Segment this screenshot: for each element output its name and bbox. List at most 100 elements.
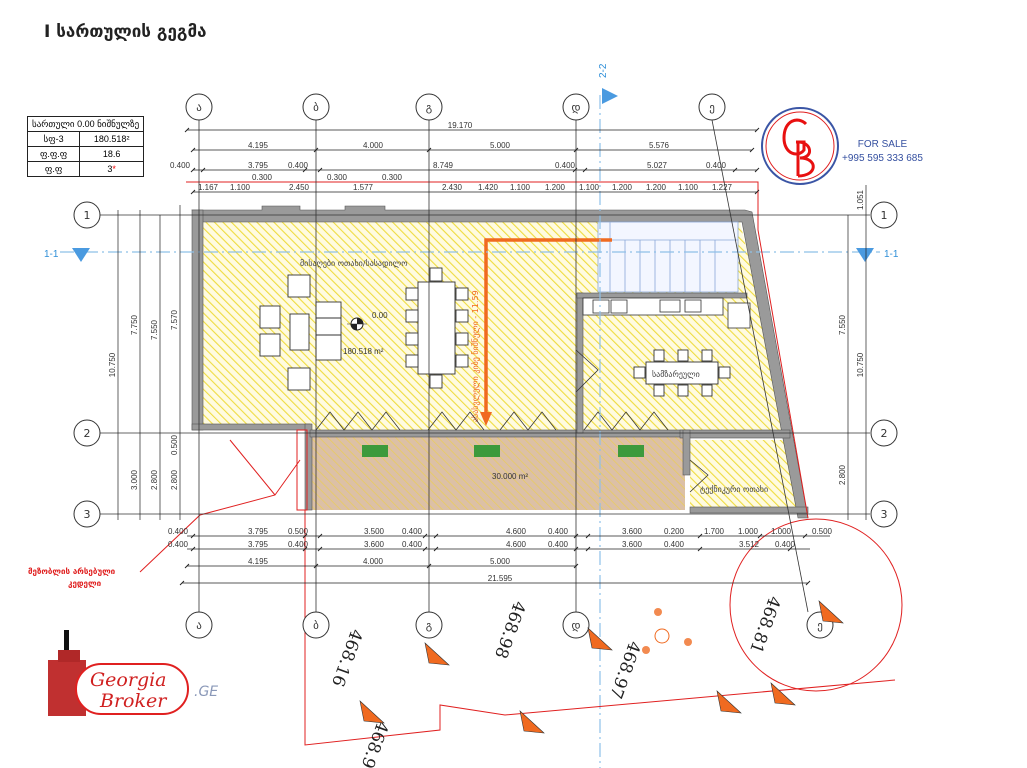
dimension-label: 1.100 [678,183,699,192]
dimension-tick [573,533,579,539]
dimension-tick [422,533,428,539]
dimension-tick [573,563,579,569]
for-sale-label: FOR SALE [857,139,908,150]
dimension-label: 4.195 [248,141,269,150]
dimension-label: 0.400 [288,540,309,549]
dimension-label: 0.200 [664,527,685,536]
dimension-label: 7.550 [838,314,847,335]
dimension-label: 2.800 [838,464,847,485]
section-label-top: 2-2 [598,63,609,78]
dimension-label: 0.500 [812,527,833,536]
dimension-label: 0.400 [168,527,189,536]
dimension-tick [573,147,579,153]
dimension-label: 1.200 [646,183,667,192]
tree-icon [770,682,796,706]
grid-label: ბ [313,101,319,114]
dimension-label: 7.570 [170,309,179,330]
dimension-label: 1.100 [230,183,251,192]
grid-bubble [73,419,101,447]
logo-line-1: Georgia [90,669,167,691]
dimension-label: 1.227 [712,183,733,192]
neighbor-wall-label-2: კედელი [68,579,102,588]
dimension-label: 4.000 [363,557,384,566]
dimension-tick [190,546,196,552]
dimension-tick [190,533,196,539]
grid-label: ა [196,101,202,114]
info-value-mark: * [112,164,116,174]
monogram-b-shape [796,140,815,178]
dimension-label: 0.400 [548,540,569,549]
level-marker-icon [347,317,367,331]
dimension-tick [313,563,319,569]
dimension-label: 3.795 [248,527,269,536]
dimension-label: 7.550 [150,319,159,340]
dimension-label: 5.000 [490,141,511,150]
dimension-label: 19.170 [448,121,473,130]
dimension-tick [754,167,760,173]
dimension-label: 1.700 [704,527,725,536]
neighbor-wall-leader [139,439,301,573]
grid-bubble [698,93,726,121]
grid-bubble [185,611,213,639]
tree-icon [359,700,385,724]
for-sale-contact: FOR SALE +995 595 333 685 [842,138,923,166]
dimension-tick [317,546,323,552]
tree-icon [424,642,450,666]
dimension-tick [317,533,323,539]
neighbor-wall [296,429,308,511]
stair-note: ასასვლელი კიბე ნიშნული - 11.59 [470,290,480,422]
dimension-label: 4.600 [506,527,527,536]
dimension-label: 1.000 [738,527,759,536]
section-label-right: 1-1 [884,249,899,260]
dimension-label: 2.800 [150,469,159,490]
grid-bubble [302,611,330,639]
site-boundary [186,181,896,746]
spot-elevation: 468.98 [490,598,529,661]
grid-label: 3 [84,508,91,521]
grid-bubble [415,611,443,639]
dining-table [405,267,469,389]
dimension-label: 3.600 [364,540,385,549]
dimension-tick [200,167,206,173]
tree-icon [519,710,545,734]
dimension-label: 0.400 [775,540,796,549]
dimension-label: 3.795 [248,540,269,549]
grid-label: გ [426,619,432,632]
grid-bubble [185,93,213,121]
arrow-head [480,412,492,426]
floor-level: 0.00 [372,311,388,320]
grid-label: ბ [313,619,319,632]
info-value-text: 3 [107,164,113,174]
dimension-tick [313,147,319,153]
grid-bubble [562,93,590,121]
dimension-tick [433,546,439,552]
spot-elevation: 468.90 [353,718,392,768]
spot-elevation: 468.97 [605,638,644,701]
grid-label: 3 [881,508,888,521]
dimension-label: 0.400 [170,161,191,170]
shrub-icon [684,638,692,646]
neighbor-wall-label: მეზობლის არსებული [28,566,116,576]
staircase [597,221,739,293]
monogram-g-shape [782,118,808,156]
info-value: 3* [79,161,145,177]
dimension-tick [787,546,793,552]
section-arrow-icon [72,248,90,262]
dimension-label: 3.512 [739,540,760,549]
kitchen-table [633,349,731,397]
dimension-tick [757,533,763,539]
dimension-label: 1.577 [353,183,374,192]
dimension-tick [585,533,591,539]
tree-icon [818,600,844,624]
dimension-label: 0.300 [382,173,403,182]
dimension-tick [754,189,760,195]
dimension-label: 0.400 [402,527,423,536]
dimension-tick [805,580,811,586]
dimension-label: 4.195 [248,557,269,566]
dimension-label: 4.600 [506,540,527,549]
room-label-technical: ტექნიკური ოთახი [700,484,768,494]
dimension-label: 1.167 [198,183,219,192]
dimension-label: 0.300 [252,173,273,182]
dimension-tick [302,167,308,173]
shrub-icon [654,628,670,644]
